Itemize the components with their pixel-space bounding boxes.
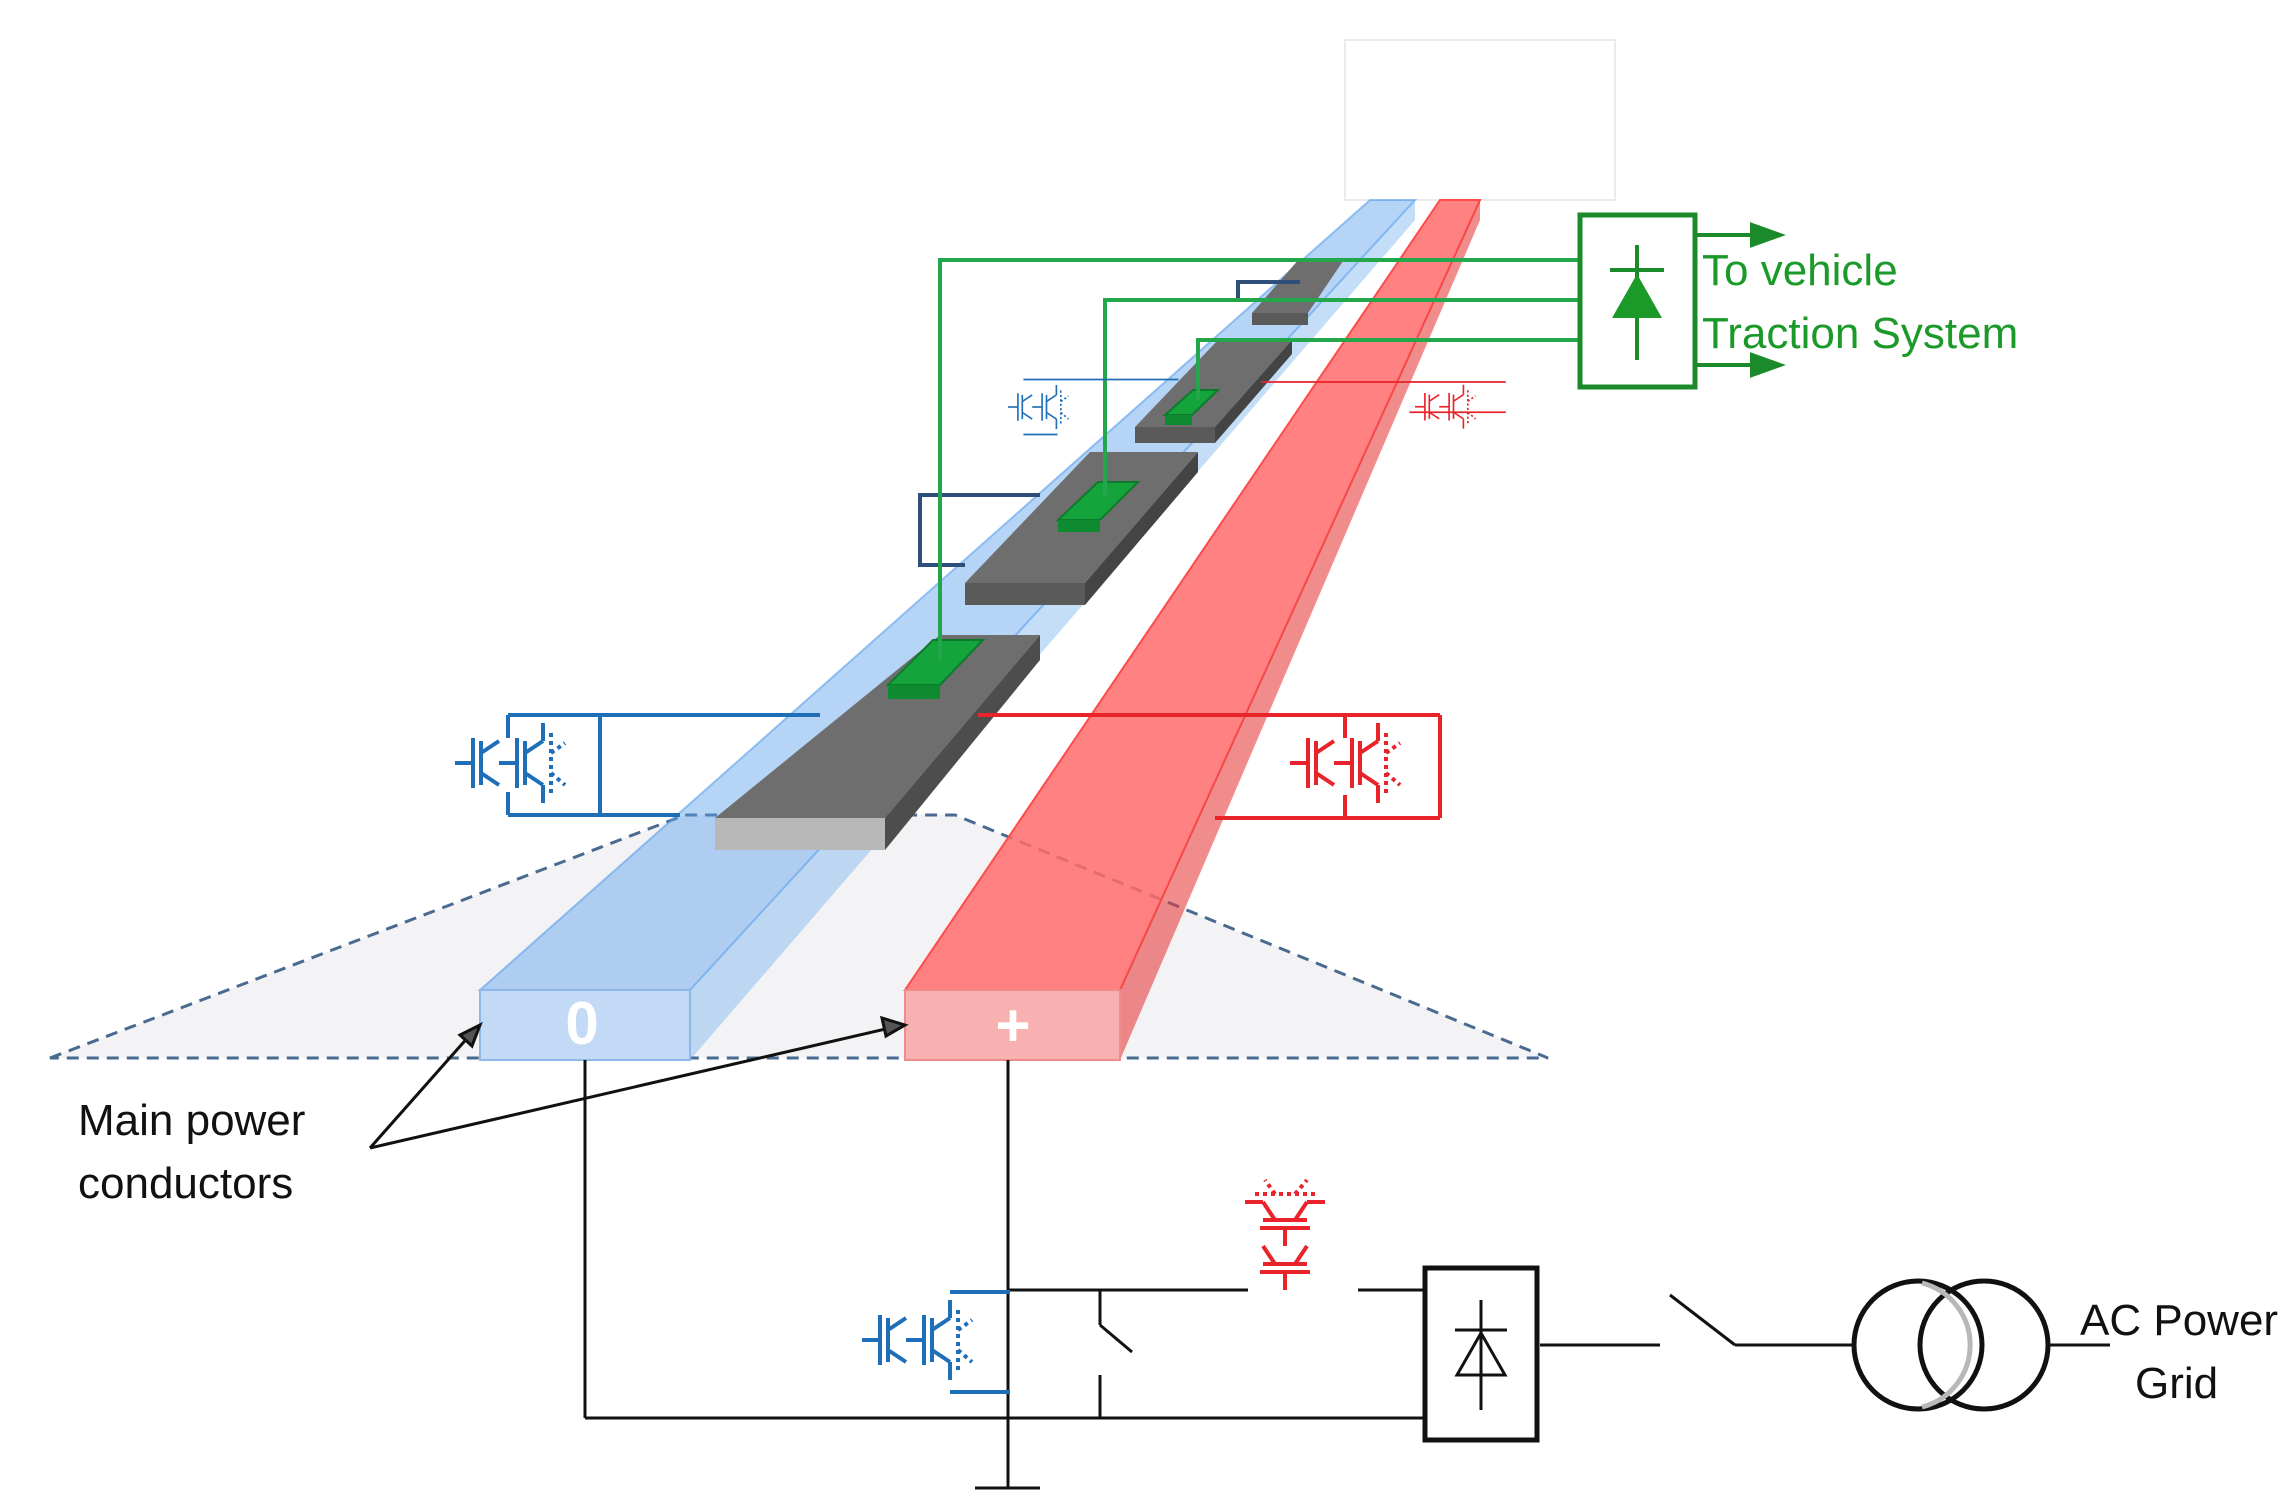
pickup-pad-1-front [888, 685, 940, 699]
diode-icon [1612, 274, 1662, 318]
positive-rail-side [1120, 200, 1480, 1060]
output-arrows [1695, 222, 1786, 378]
track-segment-1 [715, 635, 1040, 850]
neutral-segment-switch-large [453, 713, 820, 817]
conductors-label-line1: Main power [78, 1096, 305, 1145]
substation-wiring [583, 1060, 1855, 1490]
vehicle-label-line1: To vehicle [1702, 246, 1898, 295]
substation-positive-switch [1243, 1178, 1327, 1292]
grid-label-line2: Grid [2135, 1359, 2218, 1408]
diode-icon [1454, 1329, 1508, 1377]
substation-rectifier [1422, 1265, 1540, 1443]
vehicle-label-line2: Traction System [1702, 309, 2018, 358]
neutral-symbol: 0 [565, 990, 598, 1057]
positive-segment-switch-small [1260, 381, 1506, 430]
conductors-label-line2: conductors [78, 1159, 293, 1208]
vehicle-rectifier [1577, 212, 1698, 390]
positive-symbol: + [995, 992, 1030, 1059]
positive-segment-switch-large [978, 713, 1442, 820]
transformer-icon [1851, 1278, 2110, 1412]
pickup-pad-3-front [1165, 415, 1192, 425]
substation-neutral-switch [860, 1290, 1010, 1394]
conductor-pointers [368, 1015, 909, 1150]
pickup-pad-2-front [1058, 520, 1100, 532]
positive-rail-front [904, 989, 1121, 1061]
top-fade-panel [1344, 39, 1616, 201]
track-segment-3 [1135, 340, 1292, 443]
neutral-rail-front [479, 989, 691, 1061]
grid-label-line1: AC Power [2080, 1296, 2278, 1345]
pickup-feeders [938, 258, 1580, 660]
neutral-segment-switch-small [1007, 378, 1179, 436]
segment-link-1 [918, 493, 1040, 567]
